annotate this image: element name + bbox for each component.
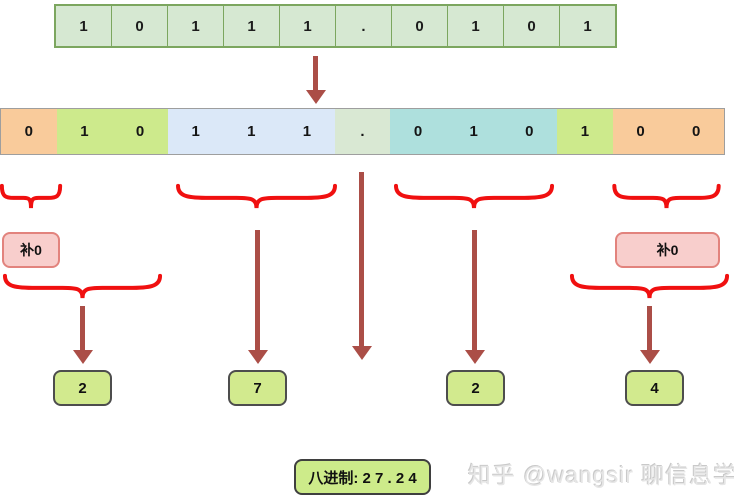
segment-integer-low: 1 1 1 [167,109,335,154]
pad-zero-text: 补0 [656,242,679,258]
segment-pad-right: 0 0 [612,109,724,154]
bit-cell: 1 [80,123,89,140]
binary-digit: 1 [223,6,279,46]
binary-digit: 0 [503,6,559,46]
brace-pad-left [0,184,62,210]
segment-fraction-high: 0 1 0 [390,109,558,154]
binary-digit: 1 [167,6,223,46]
binary-digit: 0 [391,6,447,46]
bit-cell: 1 [469,123,478,140]
bit-cell: 1 [580,123,590,140]
octal-digit: 7 [253,379,262,397]
binary-digit: 1 [56,6,111,46]
brace-fraction-high [391,184,557,210]
bit-cell: 1 [247,123,256,140]
binary-point: . [335,6,391,46]
octal-digit-box: 2 [53,370,112,406]
octal-digit-box: 4 [625,370,684,406]
grouped-binary-row: 0 1 0 1 1 1 . 0 1 0 1 0 0 [0,108,725,155]
bit-cell: 0 [135,123,145,140]
binary-digit: 0 [111,6,167,46]
pad-zero-label-left: 补0 [2,232,60,268]
binary-digit: 1 [559,6,615,46]
octal-digit: 4 [650,379,659,397]
bit-cell: 0 [692,123,701,140]
segment-fraction-low: 1 [557,109,613,154]
segment-integer-high: 1 0 [56,109,168,154]
octal-result-text: 八进制: 2 7 . 2 4 [308,469,417,487]
point-cell: . [360,123,365,140]
octal-digit: 2 [471,379,480,397]
pad-zero-label-right: 补0 [615,232,720,268]
down-arrow-icon [80,306,85,350]
brace-integer-low [173,184,340,210]
octal-result-box: 八进制: 2 7 . 2 4 [294,459,431,495]
brace-triple-right [567,274,732,300]
down-arrow-icon [472,230,477,350]
bit-cell: 0 [24,123,33,140]
octal-digit-box: 7 [228,370,287,406]
binary-digit: 1 [447,6,503,46]
brace-pad-right [611,184,722,210]
bit-cell: 0 [636,123,645,140]
binary-number-row: 1 0 1 1 1 . 0 1 0 1 [54,4,617,48]
down-arrow-icon [647,306,652,350]
segment-pad-left: 0 [1,109,57,154]
down-arrow-icon [359,172,364,346]
watermark: 知乎 @wangsir 聊信息学 [468,462,734,488]
down-arrow-icon [255,230,260,350]
octal-digit-box: 2 [446,370,505,406]
bit-cell: 0 [525,123,534,140]
bit-cell: 1 [191,123,200,140]
octal-digit: 2 [78,379,87,397]
pad-zero-text: 补0 [20,242,42,258]
down-arrow-icon [313,56,318,90]
bit-cell: 0 [413,123,423,140]
binary-digit: 1 [279,6,335,46]
brace-triple-left [0,274,165,300]
segment-radix-point: . [334,109,391,154]
bit-cell: 1 [302,123,312,140]
